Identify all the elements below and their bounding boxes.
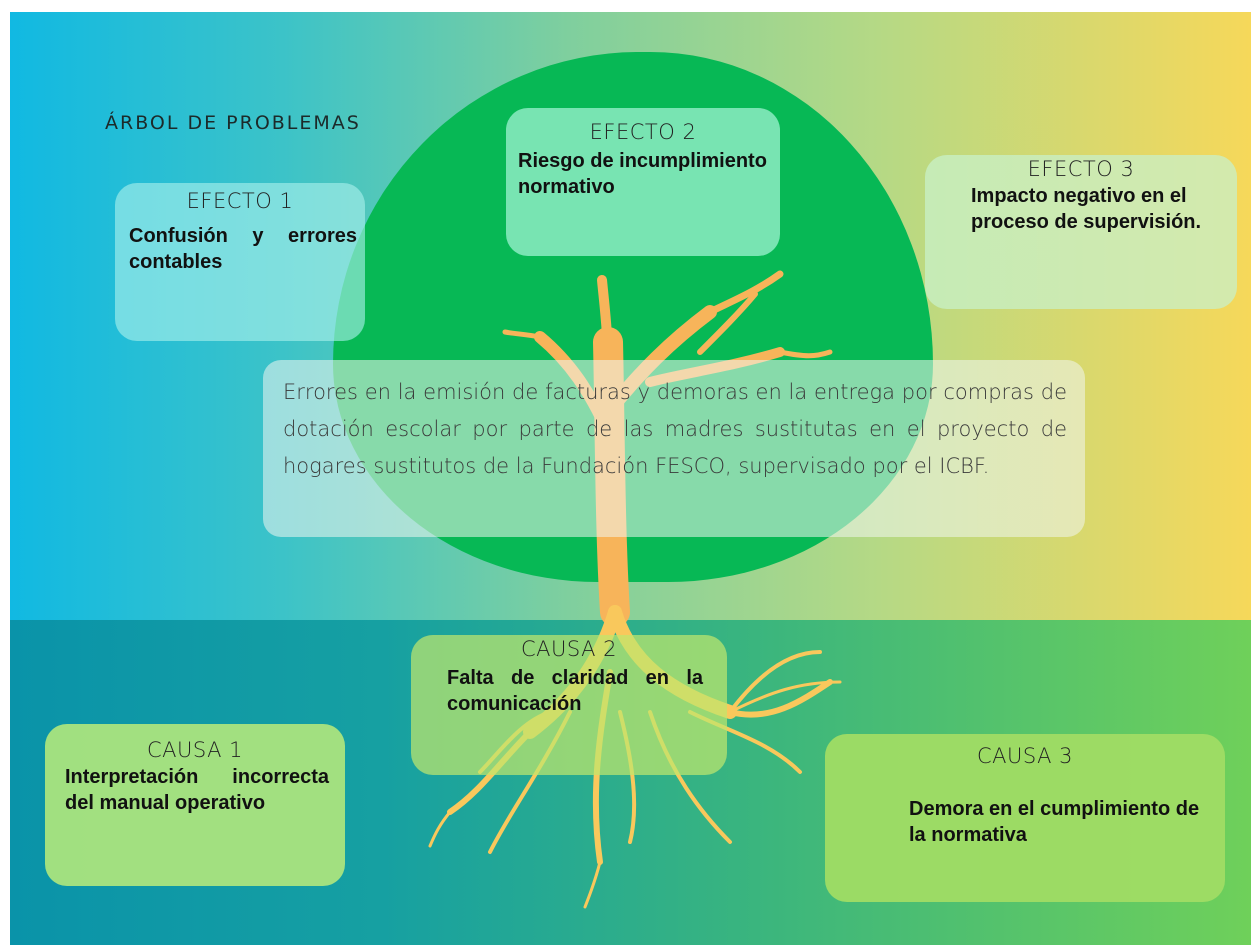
effect-2-label: EFECTO 2 bbox=[589, 120, 697, 144]
cause-3-box: CAUSA 3 Demora en el cumplimiento de la … bbox=[825, 734, 1225, 902]
effect-2-text: Riesgo de incumplimiento normativo bbox=[518, 150, 767, 198]
cause-3-text: Demora en el cumplimiento de la normativ… bbox=[909, 798, 1200, 846]
diagram-canvas: ÁRBOL DE PROBLEMAS EFECTO 1 Confusión y … bbox=[10, 12, 1251, 945]
effect-2-box: EFECTO 2 Riesgo de incumplimiento normat… bbox=[506, 108, 780, 256]
effect-3-label: EFECTO 3 bbox=[1027, 157, 1135, 181]
effect-3-text: Impacto negativo en el proceso de superv… bbox=[971, 185, 1202, 233]
effect-1-box: EFECTO 1 Confusión y errores contables bbox=[115, 183, 365, 341]
central-problem-text: Errores en la emisión de facturas y demo… bbox=[283, 380, 1067, 478]
central-problem-box: Errores en la emisión de facturas y demo… bbox=[263, 360, 1085, 537]
cause-1-text: Interpretación incorrecta del manual ope… bbox=[65, 766, 329, 814]
cause-1-label: CAUSA 1 bbox=[146, 738, 244, 762]
effect-1-label: EFECTO 1 bbox=[186, 189, 294, 213]
effect-3-box: EFECTO 3 Impacto negativo en el proceso … bbox=[925, 155, 1237, 309]
cause-2-label: CAUSA 2 bbox=[520, 637, 618, 661]
cause-2-box: CAUSA 2 Falta de claridad en la comunica… bbox=[411, 635, 727, 775]
cause-1-box: CAUSA 1 Interpretación incorrecta del ma… bbox=[45, 724, 345, 886]
diagram-title: ÁRBOL DE PROBLEMAS bbox=[105, 112, 361, 134]
cause-3-label: CAUSA 3 bbox=[976, 744, 1074, 768]
cause-2-text: Falta de claridad en la comunicación bbox=[447, 667, 703, 715]
effect-1-text: Confusión y errores contables bbox=[129, 225, 357, 273]
